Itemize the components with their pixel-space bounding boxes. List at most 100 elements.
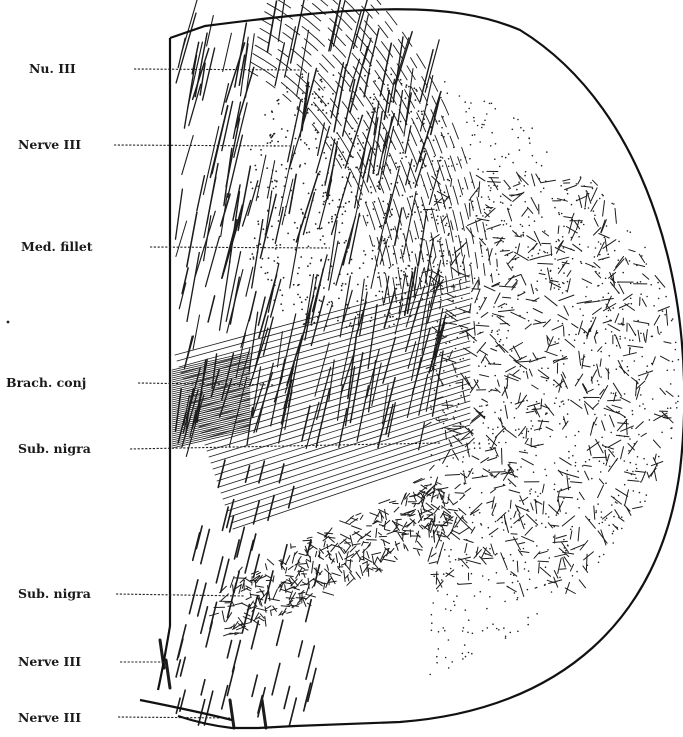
stipple-dot	[301, 309, 303, 311]
nigra-fiber	[518, 292, 525, 296]
lateral-stipple-dot	[616, 502, 618, 504]
lateral-stipple-dot	[527, 408, 529, 410]
stipple-dot	[392, 264, 394, 266]
nigra-fiber	[509, 490, 520, 493]
stipple-dot	[258, 223, 260, 225]
nigra-fiber	[605, 239, 607, 252]
nigra-fiber	[603, 201, 605, 217]
nigra-fiber	[480, 350, 488, 355]
lateral-stipple-dot	[445, 657, 447, 659]
lateral-stipple-dot	[472, 201, 474, 203]
lateral-stipple-dot	[598, 400, 600, 402]
leader-nerve-iii-lower-2	[118, 717, 230, 718]
lateral-stipple-dot	[473, 120, 475, 122]
nigra-fiber	[482, 548, 487, 558]
nigra-fiber	[466, 560, 481, 564]
lower-nigra-fiber	[395, 542, 398, 551]
stipple-dot	[265, 273, 267, 275]
stipple-dot	[291, 197, 293, 199]
tegmentum-fiber	[275, 43, 284, 86]
stipple-dot	[379, 188, 381, 190]
stipple-dot	[360, 198, 362, 200]
lateral-stipple-dot	[475, 215, 477, 217]
stipple-dot	[408, 139, 410, 141]
nigra-fiber	[666, 310, 667, 326]
stipple-dot	[384, 243, 386, 245]
nigra-fiber	[510, 500, 511, 508]
lateral-stipple-dot	[644, 500, 646, 502]
lateral-stipple-dot	[454, 286, 456, 288]
nigra-fiber	[481, 312, 488, 317]
lateral-stipple-dot	[482, 255, 484, 257]
lateral-stipple-dot	[530, 359, 532, 361]
lower-nigra-fiber	[396, 519, 402, 520]
stipple-dot	[413, 182, 415, 184]
lateral-stipple-dot	[471, 653, 473, 655]
lower-nigra-fiber	[406, 498, 407, 506]
lateral-stipple-dot	[520, 224, 522, 226]
nigra-fiber	[474, 380, 479, 389]
stipple-dot	[419, 257, 421, 259]
stipple-dot	[270, 142, 272, 144]
lateral-stipple-dot	[665, 296, 667, 298]
stipple-dot	[401, 158, 403, 160]
lateral-stipple-dot	[443, 412, 445, 414]
stipple-dot	[348, 72, 350, 74]
lateral-stipple-dot	[606, 518, 608, 520]
lateral-stipple-dot	[673, 369, 675, 371]
nigra-fiber	[571, 400, 582, 408]
nigra-fiber	[586, 263, 596, 267]
stipple-dot	[403, 274, 405, 276]
nigra-fiber	[543, 501, 544, 514]
stipple-dot	[388, 246, 390, 248]
stipple-dot	[265, 233, 267, 235]
tegmentum-fiber	[193, 315, 199, 349]
lateral-stipple-dot	[472, 633, 474, 635]
stipple-dot	[409, 196, 411, 198]
lateral-stipple-dot	[527, 312, 529, 314]
nigra-fiber	[545, 296, 557, 306]
lateral-stipple-dot	[464, 101, 466, 103]
lateral-stipple-dot	[490, 447, 492, 449]
lateral-stipple-dot	[558, 284, 560, 286]
stipple-dot	[366, 129, 368, 131]
nigra-fiber	[494, 485, 505, 488]
stipple-dot	[284, 214, 286, 216]
nigra-fiber	[576, 196, 587, 201]
lateral-stipple-dot	[501, 522, 503, 524]
stipple-dot	[392, 316, 394, 318]
nerve-rootlet	[308, 668, 316, 701]
nigra-fiber	[531, 444, 543, 447]
stipple-dot	[324, 243, 326, 245]
lateral-stipple-dot	[661, 432, 663, 434]
stipple-dot	[327, 103, 329, 105]
lateral-stipple-dot	[433, 266, 435, 268]
brachium-bundle	[227, 431, 470, 511]
lateral-stipple-dot	[599, 460, 601, 462]
lateral-stipple-dot	[672, 361, 674, 363]
lateral-stipple-dot	[567, 281, 569, 283]
lateral-stipple-dot	[612, 451, 614, 453]
lateral-stipple-dot	[517, 298, 519, 300]
lower-nigra-fiber	[354, 532, 362, 537]
stipple-dot	[317, 109, 319, 111]
lateral-stipple-dot	[460, 195, 462, 197]
lateral-stipple-dot	[433, 576, 435, 578]
lateral-stipple-dot	[478, 322, 480, 324]
lateral-stipple-dot	[528, 257, 530, 259]
nigra-fiber	[620, 397, 630, 402]
stipple-dot	[436, 209, 438, 211]
stipple-dot	[257, 221, 259, 223]
lateral-stipple-dot	[473, 442, 475, 444]
lateral-stipple-dot	[523, 437, 525, 439]
nerve-rootlet	[216, 557, 223, 583]
stipple-dot	[390, 229, 392, 231]
lateral-stipple-dot	[503, 627, 505, 629]
lateral-stipple-dot	[602, 283, 604, 285]
lateral-stipple-dot	[509, 463, 511, 465]
stipple-dot	[431, 271, 433, 273]
nigra-fiber	[661, 356, 670, 361]
nigra-fiber	[654, 315, 660, 325]
lateral-stipple-dot	[489, 596, 491, 598]
lateral-stipple-dot	[592, 317, 594, 319]
